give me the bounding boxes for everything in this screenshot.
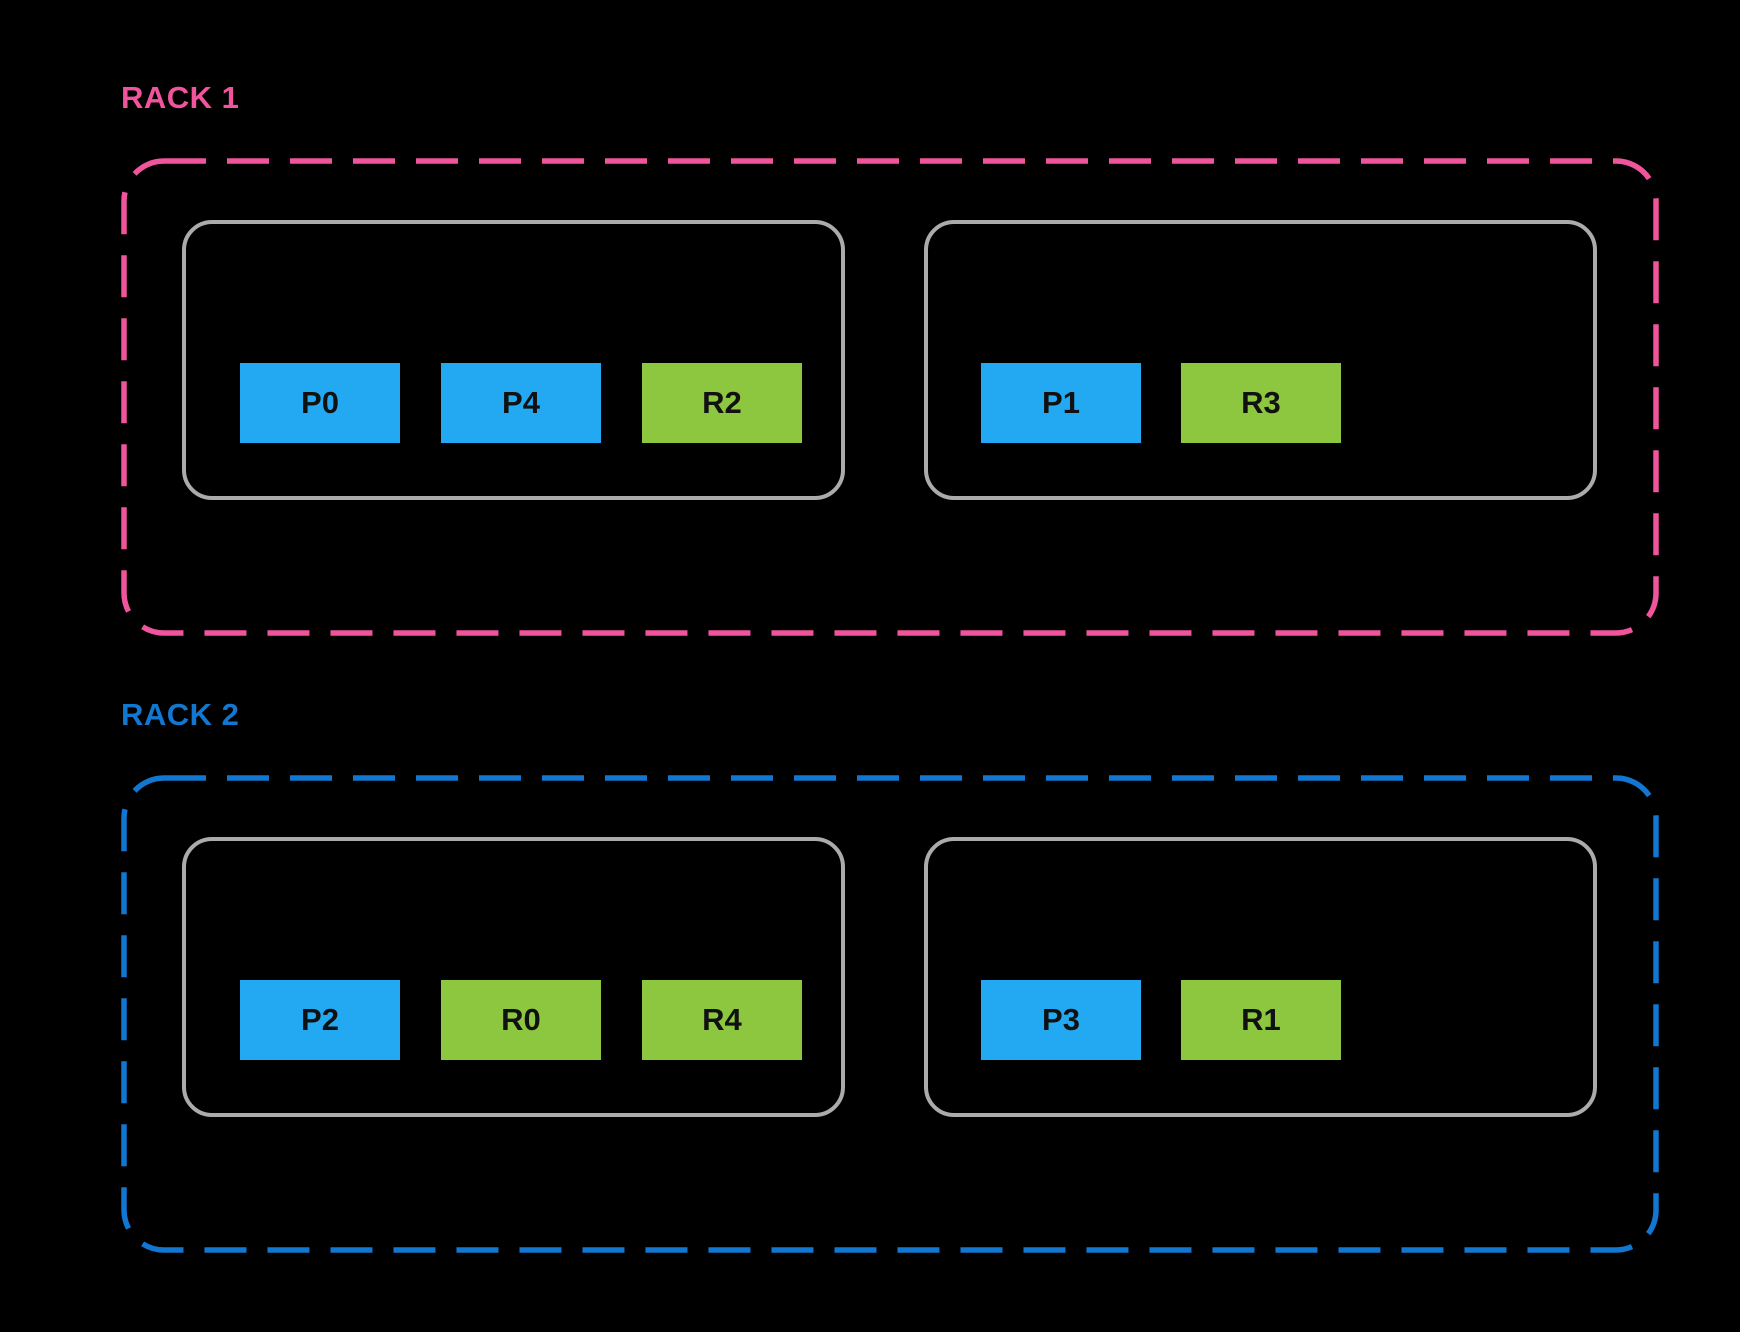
slot-p4: P4	[441, 363, 601, 443]
slot-p1: P1	[981, 363, 1141, 443]
rack1-node1	[182, 220, 845, 500]
rack2-dashed-boundary	[121, 775, 1659, 1253]
rack1-node2	[924, 220, 1597, 500]
slot-r4: R4	[642, 980, 802, 1060]
slot-r3: R3	[1181, 363, 1341, 443]
slot-r1: R1	[1181, 980, 1341, 1060]
rack2-node1	[182, 837, 845, 1117]
rack1-dashed-border	[121, 158, 1659, 636]
rack1-title: RACK 1	[121, 80, 240, 115]
slot-r2: R2	[642, 363, 802, 443]
rack1-dashed-boundary	[121, 158, 1659, 636]
rack2-dashed-border	[121, 775, 1659, 1253]
rack2-node2	[924, 837, 1597, 1117]
rack2-title: RACK 2	[121, 697, 240, 732]
slot-p0: P0	[240, 363, 400, 443]
slot-p2: P2	[240, 980, 400, 1060]
slot-r0: R0	[441, 980, 601, 1060]
slot-p3: P3	[981, 980, 1141, 1060]
